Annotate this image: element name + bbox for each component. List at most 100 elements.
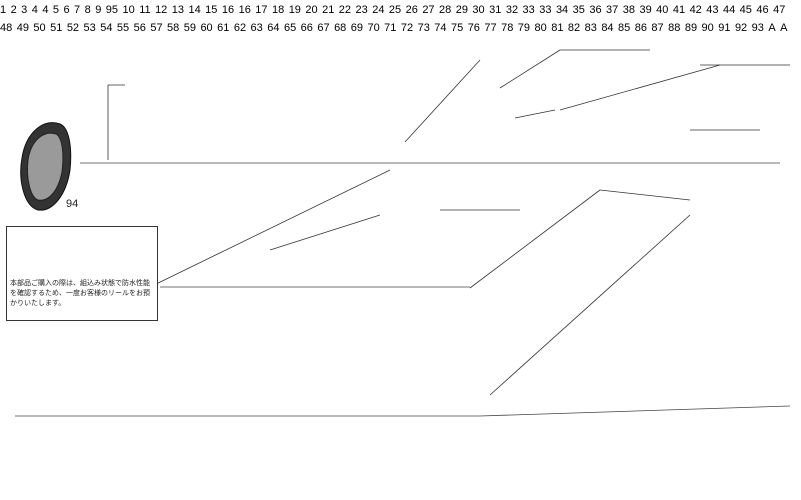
- label-34: 34: [555, 4, 569, 16]
- label-46: 46: [756, 4, 769, 16]
- label-39: 39: [639, 4, 652, 16]
- label-70: 70: [367, 22, 380, 34]
- label-37: 37: [606, 4, 619, 16]
- label-44: 44: [722, 4, 736, 16]
- label-84: 84: [601, 22, 614, 34]
- label-60: 60: [200, 22, 213, 34]
- label-48: 48: [0, 22, 13, 34]
- label-10: 10: [122, 4, 135, 16]
- label-43: 43: [706, 4, 719, 16]
- label-ref-a2: A: [780, 22, 788, 34]
- label-54: 54: [100, 22, 113, 34]
- label-77: 77: [484, 22, 497, 34]
- label-91: 91: [718, 22, 731, 34]
- label-83: 83: [584, 22, 597, 34]
- label-32: 32: [505, 4, 519, 16]
- label-ref-a1: A: [768, 22, 776, 34]
- label-79: 79: [517, 22, 531, 34]
- label-69: 69: [350, 22, 364, 34]
- label-16a: 16: [221, 4, 235, 16]
- label-21: 21: [322, 4, 335, 16]
- label-12: 12: [155, 4, 168, 16]
- label-56: 56: [133, 22, 146, 34]
- label-5: 5: [52, 4, 60, 16]
- label-78: 78: [501, 22, 514, 34]
- label-80: 80: [534, 22, 547, 34]
- label-35: 35: [572, 4, 585, 16]
- label-72: 72: [400, 22, 414, 34]
- label-11: 11: [139, 4, 151, 16]
- label-42: 42: [689, 4, 702, 16]
- label-89: 89: [684, 22, 698, 34]
- label-52: 52: [66, 22, 80, 34]
- label-93: 93: [751, 22, 764, 34]
- label-75: 75: [450, 22, 464, 34]
- label-41: 41: [672, 4, 686, 16]
- label-59: 59: [183, 22, 196, 34]
- label-81: 81: [551, 22, 564, 34]
- label-71: 71: [384, 22, 397, 34]
- label-3: 3: [21, 4, 28, 16]
- label-86: 86: [634, 22, 647, 34]
- waterproof-notice-text: 本部品ご購入の際は、組込み状態で防水性能を確認するため、一度お客様のリールをお預…: [10, 280, 150, 307]
- label-33b: 33: [539, 4, 552, 16]
- label-9: 9: [95, 4, 102, 16]
- label-47: 47: [773, 4, 786, 16]
- label-57: 57: [150, 22, 163, 34]
- label-26: 26: [405, 4, 418, 16]
- label-25: 25: [388, 4, 402, 16]
- label-50: 50: [33, 22, 46, 34]
- assembly-lines: [15, 49, 791, 417]
- part-number-labels: 1 2 3 4 4 5 6 7 8 9 95 10 11 12 13 14 15…: [0, 0, 787, 35]
- label-45: 45: [739, 4, 752, 16]
- label-51: 51: [50, 22, 63, 34]
- label-92: 92: [734, 22, 748, 34]
- label-28: 28: [439, 4, 452, 16]
- label-55: 55: [116, 22, 130, 34]
- label-90: 90: [701, 22, 714, 34]
- label-65: 65: [283, 22, 297, 34]
- label-23: 23: [355, 4, 368, 16]
- label-22: 22: [338, 4, 352, 16]
- label-68: 68: [334, 22, 347, 34]
- label-94: 94: [66, 198, 79, 210]
- label-17: 17: [255, 4, 268, 16]
- label-36: 36: [589, 4, 602, 16]
- label-49: 49: [16, 22, 29, 34]
- label-30: 30: [472, 4, 485, 16]
- label-74: 74: [434, 22, 447, 34]
- label-88: 88: [668, 22, 681, 34]
- label-38: 38: [622, 4, 635, 16]
- label-76: 76: [467, 22, 480, 34]
- label-87: 87: [651, 22, 664, 34]
- label-27: 27: [422, 4, 435, 16]
- label-4b: 4: [42, 4, 49, 16]
- label-6: 6: [63, 4, 70, 16]
- label-13: 13: [171, 4, 185, 16]
- label-18: 18: [271, 4, 285, 16]
- label-14: 14: [188, 4, 201, 16]
- label-15: 15: [205, 4, 218, 16]
- label-8: 8: [84, 4, 91, 16]
- part-1-side-cover: [20, 122, 72, 211]
- label-19: 19: [288, 4, 301, 16]
- label-63: 63: [250, 22, 263, 34]
- label-67: 67: [317, 22, 330, 34]
- label-62: 62: [233, 22, 247, 34]
- label-73: 73: [417, 22, 430, 34]
- label-33a: 33: [522, 4, 535, 16]
- label-24: 24: [372, 4, 385, 16]
- label-40: 40: [656, 4, 669, 16]
- label-1: 1: [0, 4, 7, 16]
- label-85: 85: [618, 22, 631, 34]
- label-53: 53: [83, 22, 96, 34]
- label-95: 95: [105, 4, 119, 16]
- label-82: 82: [567, 22, 581, 34]
- label-61: 61: [217, 22, 230, 34]
- label-31: 31: [489, 4, 502, 16]
- waterproof-notice-box: 本部品ご購入の際は、組込み状態で防水性能を確認するため、一度お客様のリールをお預…: [6, 226, 158, 321]
- label-66: 66: [300, 22, 313, 34]
- label-20: 20: [305, 4, 318, 16]
- label-29: 29: [455, 4, 468, 16]
